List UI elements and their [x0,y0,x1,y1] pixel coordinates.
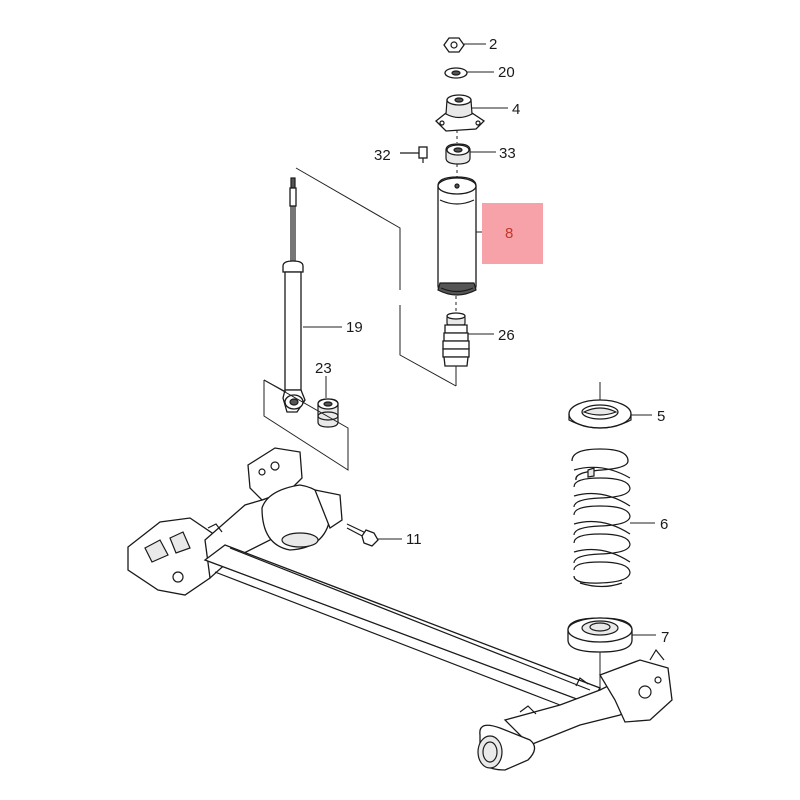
coil-spring-part-6[interactable] [571,448,631,588]
highlight-box [482,203,543,264]
dust-boot-part-8[interactable] [437,176,477,296]
callout-11: 11 [406,531,422,548]
callout-33: 33 [499,145,516,162]
bushing-part-33[interactable] [445,143,471,165]
washer-part-20[interactable] [444,67,468,79]
rear-axle-beam [127,447,673,771]
callout-23: 23 [315,360,332,377]
shock-absorber-part-19[interactable] [282,177,306,413]
callout-8: 8 [505,225,513,242]
callout-26: 26 [498,327,515,344]
strut-mount-part-4[interactable] [435,94,486,132]
callout-2: 2 [489,36,497,53]
callout-19: 19 [346,319,363,336]
bump-stop-part-26[interactable] [442,312,470,367]
bolt-part-32[interactable] [400,146,428,163]
upper-spring-seat-part-5[interactable] [568,382,632,429]
nut-part-2[interactable] [443,37,465,53]
callout-6: 6 [660,516,668,533]
callout-5: 5 [657,408,665,425]
bolt-part-11[interactable] [346,523,379,547]
callout-20: 20 [498,64,515,81]
lower-spring-seat-part-7[interactable] [567,617,633,653]
callout-7: 7 [661,629,669,646]
callout-32: 32 [374,147,391,164]
callout-4: 4 [512,101,520,118]
